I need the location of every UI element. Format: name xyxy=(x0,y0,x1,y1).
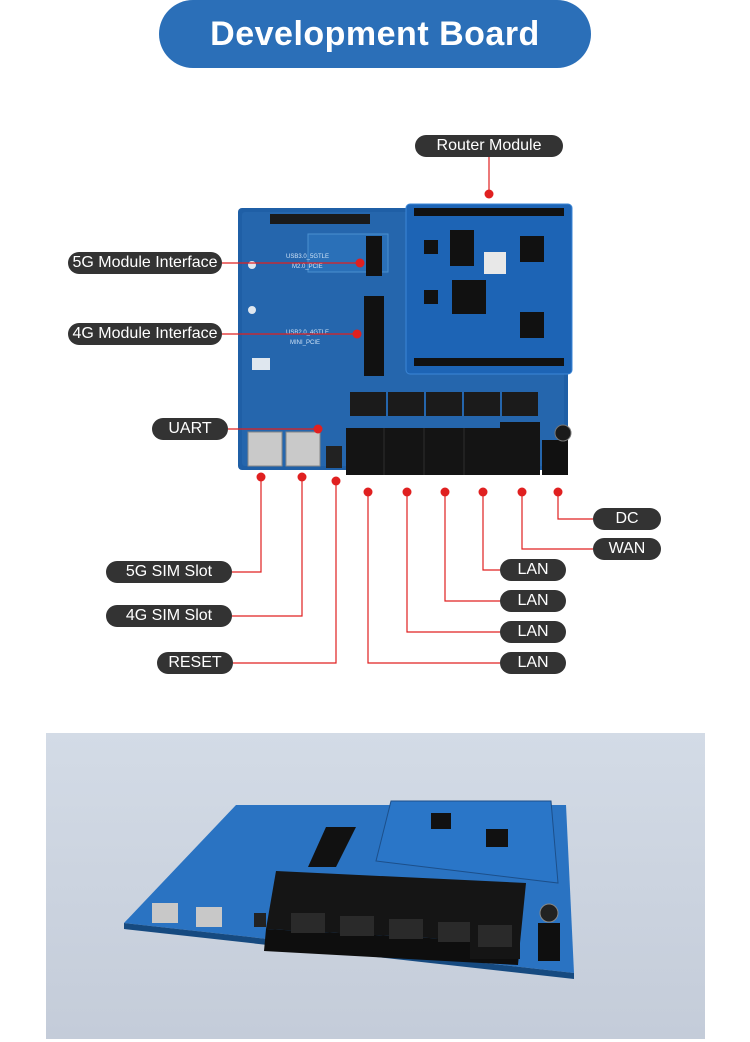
label-reset: RESET xyxy=(157,652,233,674)
label-wan: WAN xyxy=(593,538,661,560)
label-4g-module-interface: 4G Module Interface xyxy=(68,323,222,345)
board-photo xyxy=(46,733,705,1039)
label-lan-4: LAN xyxy=(500,652,566,674)
label-lan-3: LAN xyxy=(500,621,566,643)
silk-5g-a: USB3.0_5GTLE xyxy=(286,254,329,260)
page-title: Development Board xyxy=(159,0,591,68)
label-dc: DC xyxy=(593,508,661,530)
label-lan-1: LAN xyxy=(500,559,566,581)
silk-4g-b: MINI_PCIE xyxy=(290,340,320,346)
label-lan-2: LAN xyxy=(500,590,566,612)
label-5g-module-interface: 5G Module Interface xyxy=(68,252,222,274)
silk-4g-a: USB2.0_4GTLE xyxy=(286,330,329,336)
silk-5g-b: M2.0_PCIE xyxy=(292,264,323,270)
label-router-module: Router Module xyxy=(415,135,563,157)
label-4g-sim-slot: 4G SIM Slot xyxy=(106,605,232,627)
board-image: USB3.0_5GTLE M2.0_PCIE USB2.0_4GTLE MINI… xyxy=(238,203,573,475)
label-5g-sim-slot: 5G SIM Slot xyxy=(106,561,232,583)
label-uart: UART xyxy=(152,418,228,440)
